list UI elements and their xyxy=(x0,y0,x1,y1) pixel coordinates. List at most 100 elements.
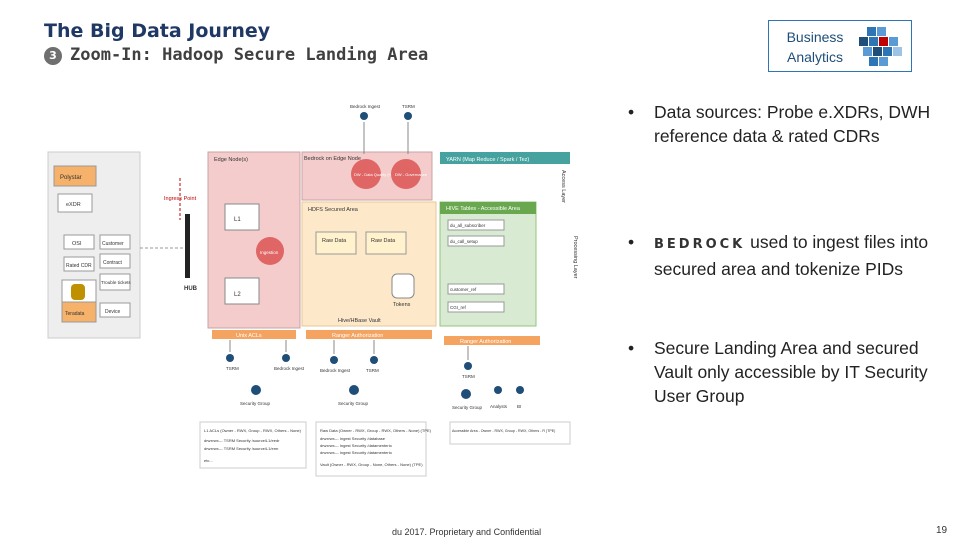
user-icon xyxy=(461,389,471,399)
hive-tables-label: HIVE Tables - Accessible Area xyxy=(446,206,521,212)
rated-cdr-label: Rated CDR xyxy=(66,263,92,269)
bullet-1-text: Data sources: Probe e.XDRs, DWH referenc… xyxy=(654,102,931,146)
ranger-auth1-label: Ranger Authorization xyxy=(332,333,383,339)
ranger-auth2-bar xyxy=(444,336,540,345)
device-box xyxy=(99,302,131,318)
l2-folder xyxy=(224,277,260,305)
ranger-auth2-label: Ranger Authorization xyxy=(460,339,511,345)
tsrm-a-label: TSRM xyxy=(226,366,239,371)
user-icon xyxy=(282,354,290,362)
tsrm-b-label: TSRM xyxy=(366,368,379,373)
slide-title: The Big Data Journey xyxy=(44,20,271,42)
user-icon xyxy=(404,112,412,120)
contract-label: Contract xyxy=(103,260,123,266)
ingestion-node xyxy=(256,237,284,265)
raw-data1-label: Raw Data xyxy=(322,238,347,244)
osi-box xyxy=(63,234,95,250)
slide-subtitle: Zoom-In: Hadoop Secure Landing Area xyxy=(70,45,429,65)
table-cgi-ref xyxy=(447,301,505,313)
table-du-all xyxy=(447,219,505,231)
yarn-bar xyxy=(440,152,570,164)
access-acl-box xyxy=(449,421,571,445)
ingestion-label: Ingestion xyxy=(260,250,279,255)
teradata-db-icon xyxy=(71,284,85,300)
customer-ref-label: customer_ref xyxy=(450,287,477,292)
acl-raw-c: drwxrwx--- Ingest Security /datamenterio xyxy=(320,450,393,455)
device-label: Device xyxy=(105,309,121,315)
user-icon xyxy=(360,112,368,120)
du-call-label: du_call_setup xyxy=(450,239,478,244)
acl-l1-a: drwxrwx--- TSRM Security /source/L1/eedr xyxy=(204,438,280,443)
security-group1-label: Security Group xyxy=(240,401,271,406)
user-icon xyxy=(330,356,338,364)
acl-vault: Vault (Owner - RWX, Group - None, Others… xyxy=(320,462,423,467)
bullet-dot: • xyxy=(628,232,635,252)
user-icon xyxy=(370,356,378,364)
raw-data2-box xyxy=(365,231,407,255)
logo-text: Business Analytics xyxy=(775,27,855,67)
security-group2-label: Security Group xyxy=(338,401,369,406)
bullet-dot: • xyxy=(628,102,635,122)
unix-acls-bar xyxy=(212,330,296,339)
bedrock-ingest-a-label: Bedrock Ingest xyxy=(274,366,305,371)
logo-line2: Analytics xyxy=(786,49,844,65)
analysts-label: Analysts xyxy=(490,404,508,409)
user-icon xyxy=(349,385,359,395)
bedrock-ingest-top-label: Bedrock Ingest xyxy=(350,104,381,109)
yarn-label: YARN (Map Reduce / Spark / Tez) xyxy=(446,157,529,163)
acl-raw-title: Raw Data (Owner - RWX, Group - RWX, Othe… xyxy=(320,428,432,433)
exdr-box xyxy=(57,193,93,213)
page-number: 19 xyxy=(936,525,948,536)
hive-header xyxy=(440,202,536,214)
unix-acls-label: Unix ACLs xyxy=(236,333,262,339)
user-icon xyxy=(464,362,472,370)
user-icon xyxy=(516,386,524,394)
exdr-label: eXDR xyxy=(66,202,81,208)
du-all-label: du_all_subscriber xyxy=(450,223,486,228)
customer-label: Customer xyxy=(102,241,124,247)
acl-l1-title: L1 ACLs (Owner - RWX, Group - RWX, Other… xyxy=(204,428,302,433)
customer-box xyxy=(99,234,131,250)
edge-node-label: Edge Node(s) xyxy=(214,157,248,163)
cgi-ref-label: CGI_ref xyxy=(450,305,467,310)
polystar-label: Polystar xyxy=(60,175,82,181)
hadoop-architecture-diagram: Polystar eXDR OSI Customer Rated CDR Con… xyxy=(47,104,578,477)
bedrock-edge-label: Bedrock on Edge Node xyxy=(304,156,361,162)
rated-cdr-box xyxy=(63,256,95,272)
l1-folder xyxy=(224,203,260,231)
tsrm-top-label: TSRM xyxy=(402,104,415,109)
l1-label: L1 xyxy=(234,217,241,223)
hub-bar xyxy=(185,214,190,278)
business-analytics-logo: Business Analytics xyxy=(768,20,912,72)
teradata-label: Teradata xyxy=(65,311,85,317)
bedrock-logo: BEDROCK xyxy=(654,237,746,252)
contract-box xyxy=(99,253,131,269)
table-du-call xyxy=(447,235,505,247)
trouble-box xyxy=(99,273,131,291)
cubes-icon xyxy=(859,27,902,66)
tokens-label: Tokens xyxy=(393,302,411,308)
logo-line1: Business xyxy=(786,29,844,45)
acl-etc: etc... xyxy=(204,458,213,463)
hdfs-secured-area xyxy=(301,201,437,327)
processing-layer-label: Processing Layer xyxy=(572,236,578,279)
dw-gov-node xyxy=(391,159,421,189)
security-group3-label: Security Group xyxy=(452,405,483,410)
trouble-label: Trouble tickets xyxy=(101,280,131,285)
user-icon xyxy=(251,385,261,395)
table-customer-ref xyxy=(447,283,505,295)
step-badge: 3 xyxy=(44,47,62,65)
user-icon xyxy=(494,386,502,394)
ranger-auth1-bar xyxy=(306,330,432,339)
bedrock-ingest-b-label: Bedrock Ingest xyxy=(320,368,351,373)
raw-acl-box xyxy=(315,421,427,477)
bullet-dot: • xyxy=(628,338,635,358)
l1-acl-box xyxy=(199,421,307,469)
hdfs-secured-label: HDFS Secured Area xyxy=(308,207,359,213)
polystar-box xyxy=(53,165,97,187)
raw-data1-box xyxy=(315,231,357,255)
footer-text: du 2017. Proprietary and Confidential xyxy=(392,527,542,537)
bullet-2-text: BEDROCK used to ingest files into secure… xyxy=(654,230,934,281)
acl-access: Accessible Area - Owner - RWX, Group - R… xyxy=(452,429,555,433)
l2-label: L2 xyxy=(234,292,241,298)
